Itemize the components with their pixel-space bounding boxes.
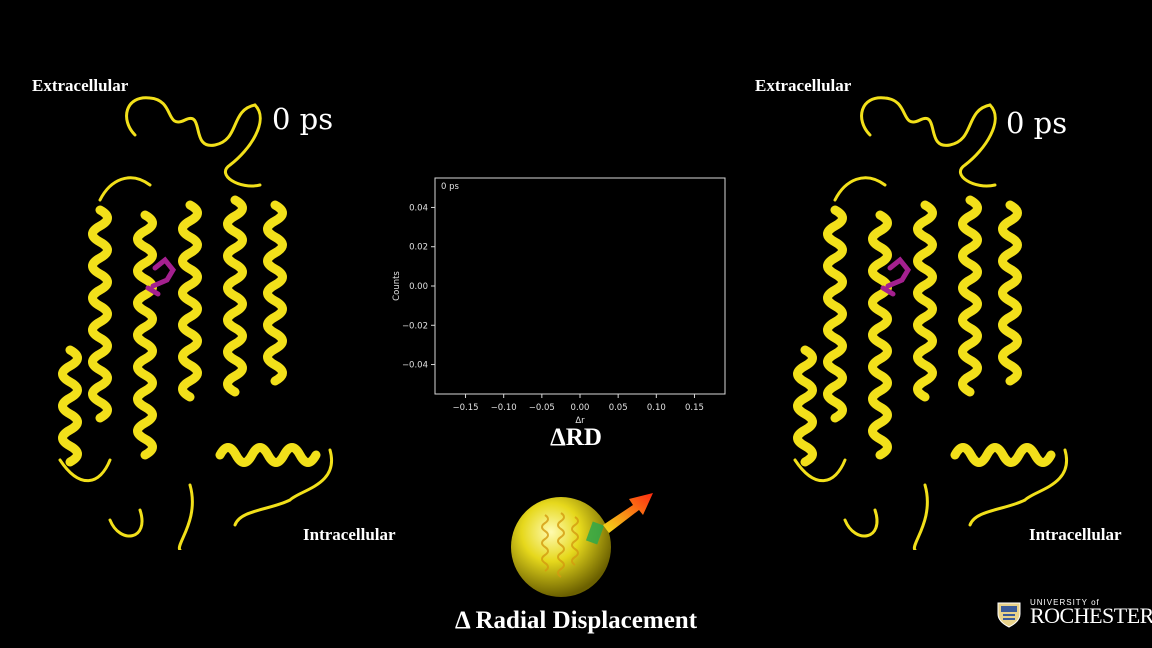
y-tick-label: 0.02 xyxy=(409,243,428,253)
x-tick-label: −0.15 xyxy=(452,403,478,413)
university-logo: UNIVERSITY of ROCHESTER xyxy=(995,598,1152,630)
right-protein-structure xyxy=(793,96,1069,550)
left-intracellular-label: Intracellular xyxy=(303,525,396,544)
x-tick-label: −0.05 xyxy=(529,403,555,413)
radial-displacement-illustration xyxy=(511,493,653,597)
histogram-chart: −0.15 −0.10 −0.05 0.00 0.05 0.10 0.15 0.04 0.02 0… xyxy=(385,170,735,426)
x-tick-label: 0.00 xyxy=(571,403,590,413)
y-tick-label: −0.04 xyxy=(402,361,428,371)
left-protein-structure xyxy=(58,96,334,550)
bottom-caption: Δ Radial Displacement xyxy=(454,607,698,634)
shield-icon xyxy=(997,602,1021,628)
y-axis-label: Counts xyxy=(392,271,402,301)
arrow-shape xyxy=(603,493,653,533)
right-time-label: 0 ps xyxy=(1006,106,1068,140)
x-axis-label: Δr xyxy=(575,416,585,425)
y-tick-label: 0.00 xyxy=(409,282,428,292)
left-time-label: 0 ps xyxy=(272,102,334,136)
x-tick-label: −0.10 xyxy=(491,403,517,413)
histogram-svg: −0.15 −0.10 −0.05 0.00 0.05 0.10 0.15 0.04 0.02 0… xyxy=(392,177,726,426)
x-tick-label: 0.15 xyxy=(685,403,704,413)
logo-top-text: UNIVERSITY of xyxy=(1030,598,1100,607)
left-extracellular-label: Extracellular xyxy=(32,76,129,95)
sphere-shape xyxy=(511,497,611,597)
right-intracellular-label: Intracellular xyxy=(1029,525,1122,544)
right-extracellular-label: Extracellular xyxy=(755,76,852,95)
chart-annotation: 0 ps xyxy=(441,182,460,192)
x-tick-label: 0.10 xyxy=(647,403,666,413)
logo-main-text: ROCHESTER xyxy=(1030,603,1152,628)
y-tick-label: 0.04 xyxy=(409,203,428,213)
chart-title: ΔRD xyxy=(550,424,602,451)
y-tick-label: −0.02 xyxy=(402,321,428,331)
plot-frame xyxy=(434,177,726,395)
x-tick-label: 0.05 xyxy=(609,403,628,413)
